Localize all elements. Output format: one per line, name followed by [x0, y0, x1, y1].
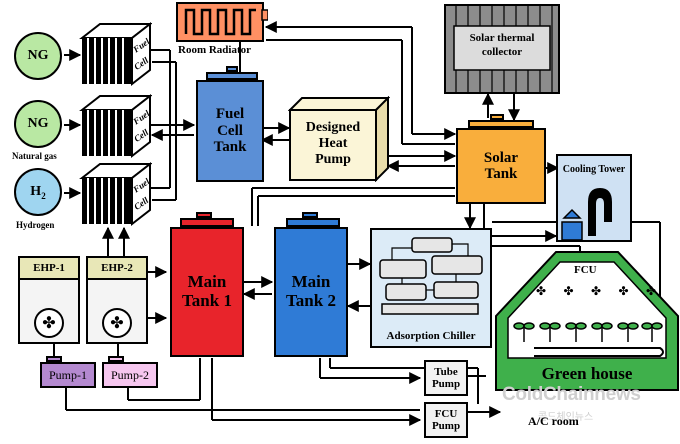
- tank-cap: [226, 66, 238, 72]
- room-radiator: [176, 2, 268, 42]
- source-symbol: NG: [27, 48, 49, 63]
- natural-gas-source-2: NG: [14, 100, 62, 148]
- green-house-building: [495, 251, 679, 391]
- watermark-brand: ColdChainnews: [502, 384, 641, 405]
- tank-lid: [468, 120, 534, 128]
- fcu-label: FCU: [574, 264, 597, 276]
- tank-lid: [206, 72, 258, 80]
- hydrogen-caption: Hydrogen: [16, 220, 55, 230]
- ehp-2-unit: EHP-2 ✤: [86, 256, 148, 344]
- fuel-cell-stack-1: Fuel Cell: [79, 21, 152, 87]
- fcu-fans: ✤ ✤ ✤ ✤ ✤: [536, 284, 656, 299]
- green-house-label: Green house: [541, 364, 633, 383]
- ehp-1-label: EHP-1: [20, 258, 78, 280]
- source-symbol: H2: [30, 183, 46, 201]
- ehp-1-unit: EHP-1 ✤: [18, 256, 80, 344]
- fuel-cell-stack-2: Fuel Cell: [79, 93, 152, 159]
- pump-cap: [108, 356, 124, 362]
- solar-thermal-collector: [444, 4, 560, 94]
- cooling-tower-icon: [561, 188, 612, 241]
- fan-icon: ✤: [618, 284, 629, 298]
- cooling-tower-label: Cooling Tower: [562, 164, 626, 175]
- fan-icon: ✤: [645, 284, 656, 298]
- tank-cap: [490, 114, 504, 120]
- hydrogen-source: H2: [14, 168, 62, 216]
- adsorption-chiller-label: Adsorption Chiller: [386, 330, 476, 342]
- watermark-sub: 콜드체인뉴스: [538, 412, 594, 423]
- fan-icon: ✤: [536, 284, 547, 298]
- fan-icon: ✤: [102, 308, 132, 338]
- fan-icon: ✤: [563, 284, 574, 298]
- room-radiator-label: Room Radiator: [178, 44, 252, 56]
- natural-gas-source-1: NG: [14, 32, 62, 80]
- ehp-2-label: EHP-2: [88, 258, 146, 280]
- fuel-cell-stack-3: Fuel Cell: [79, 161, 152, 227]
- tank-lid: [180, 218, 234, 227]
- adsorption-chiller: Adsorption Chiller: [370, 228, 492, 348]
- fan-icon: ✤: [34, 308, 64, 338]
- tank-cap: [302, 212, 318, 218]
- natural-gas-caption: Natural gas: [12, 151, 57, 161]
- fan-icon: ✤: [590, 284, 602, 298]
- tank-lid: [286, 218, 340, 227]
- pump-2: Pump-2: [102, 362, 158, 388]
- pump-1: Pump-1: [40, 362, 96, 388]
- cooling-tower: Cooling Tower: [556, 154, 632, 242]
- tank-cap: [196, 212, 212, 218]
- pump-cap: [46, 356, 62, 362]
- chiller-machine-icon: [379, 237, 483, 315]
- designed-heat-pump-box: [288, 96, 390, 182]
- source-symbol: NG: [27, 116, 49, 131]
- ac-room-label: A/C room: [528, 414, 579, 428]
